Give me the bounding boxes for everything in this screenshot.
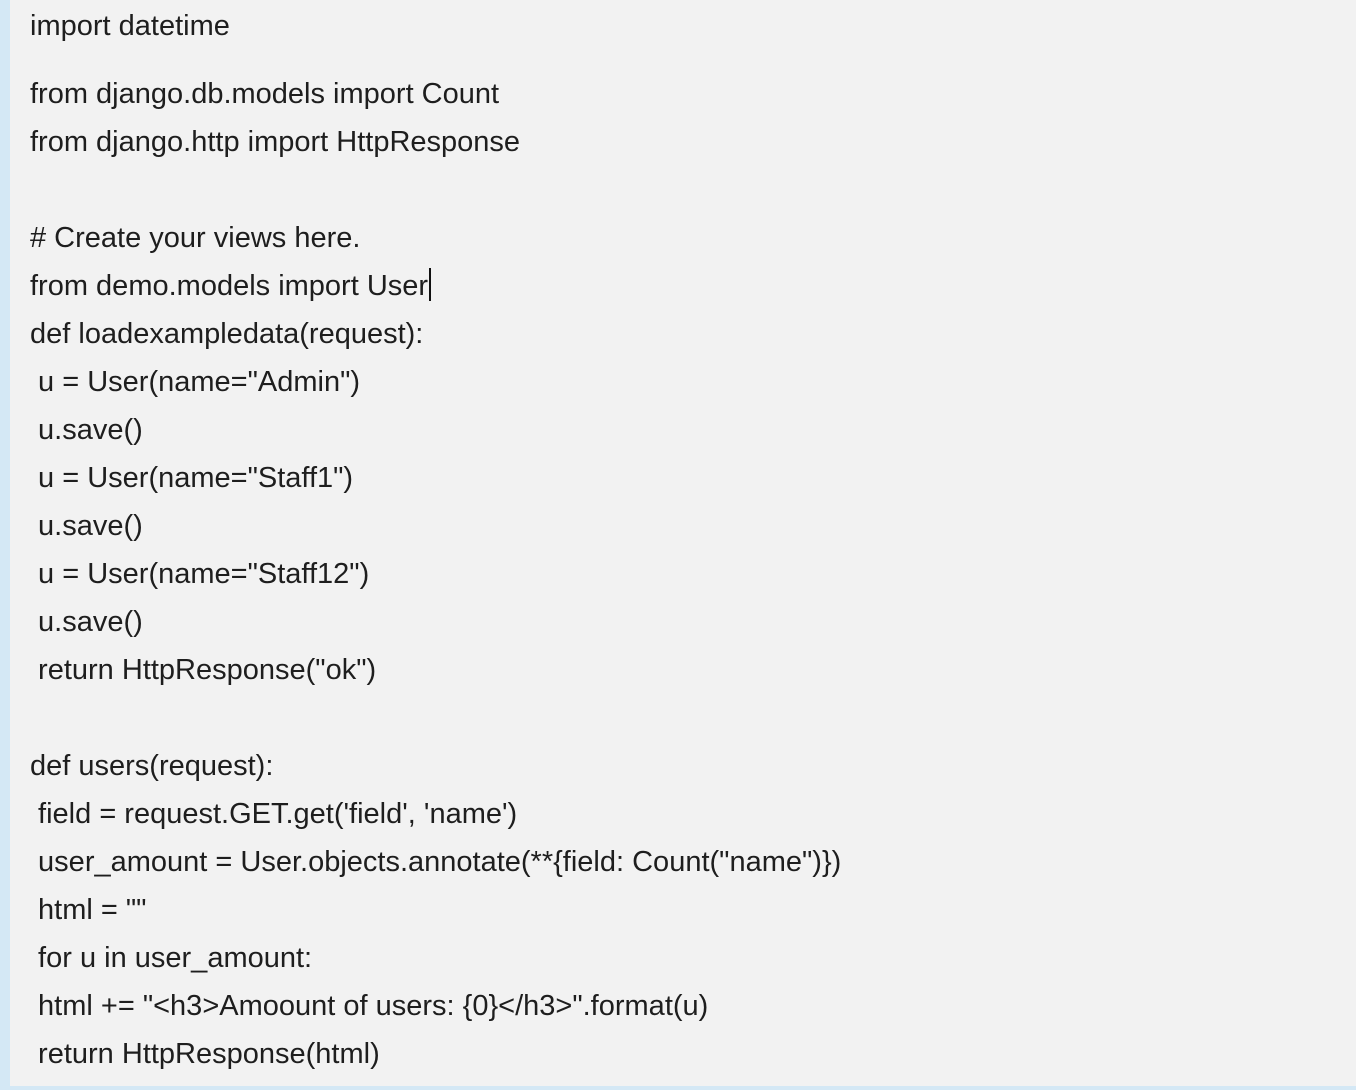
code-line-12[interactable]: u = User(name="Staff12") bbox=[30, 558, 370, 590]
code-line-20[interactable]: for u in user_amount: bbox=[30, 942, 313, 974]
code-line-17[interactable]: field = request.GET.get('field', 'name') bbox=[30, 798, 518, 830]
code-line-6-text: from demo.models import User bbox=[30, 270, 429, 302]
code-line-21[interactable]: html += "<h3>Amoount of users: {0}</h3>"… bbox=[30, 990, 709, 1022]
code-line-5[interactable]: # Create your views here. bbox=[30, 222, 361, 254]
code-line-22[interactable]: return HttpResponse(html) bbox=[30, 1038, 380, 1070]
editor-gutter-bar bbox=[0, 0, 10, 1090]
text-caret bbox=[429, 268, 432, 301]
code-line-16[interactable]: def users(request): bbox=[30, 750, 274, 782]
code-line-19[interactable]: html = "" bbox=[30, 894, 147, 926]
code-line-2[interactable]: from django.db.models import Count bbox=[30, 78, 500, 110]
editor-bottom-border bbox=[0, 1086, 1356, 1090]
code-line-18[interactable]: user_amount = User.objects.annotate(**{f… bbox=[30, 846, 842, 878]
code-line-10[interactable]: u = User(name="Staff1") bbox=[30, 462, 354, 494]
code-line-9[interactable]: u.save() bbox=[30, 414, 143, 446]
code-line-3[interactable]: from django.http import HttpResponse bbox=[30, 126, 521, 158]
code-line-14[interactable]: return HttpResponse("ok") bbox=[30, 654, 377, 686]
code-line-8[interactable]: u = User(name="Admin") bbox=[30, 366, 361, 398]
code-line-13[interactable]: u.save() bbox=[30, 606, 143, 638]
code-line-1[interactable]: import datetime bbox=[30, 10, 230, 42]
code-line-6[interactable]: from demo.models import User bbox=[30, 268, 432, 304]
code-line-7[interactable]: def loadexampledata(request): bbox=[30, 318, 424, 350]
code-line-11[interactable]: u.save() bbox=[30, 510, 143, 542]
code-editor[interactable]: import datetime from django.db.models im… bbox=[30, 0, 1356, 1086]
